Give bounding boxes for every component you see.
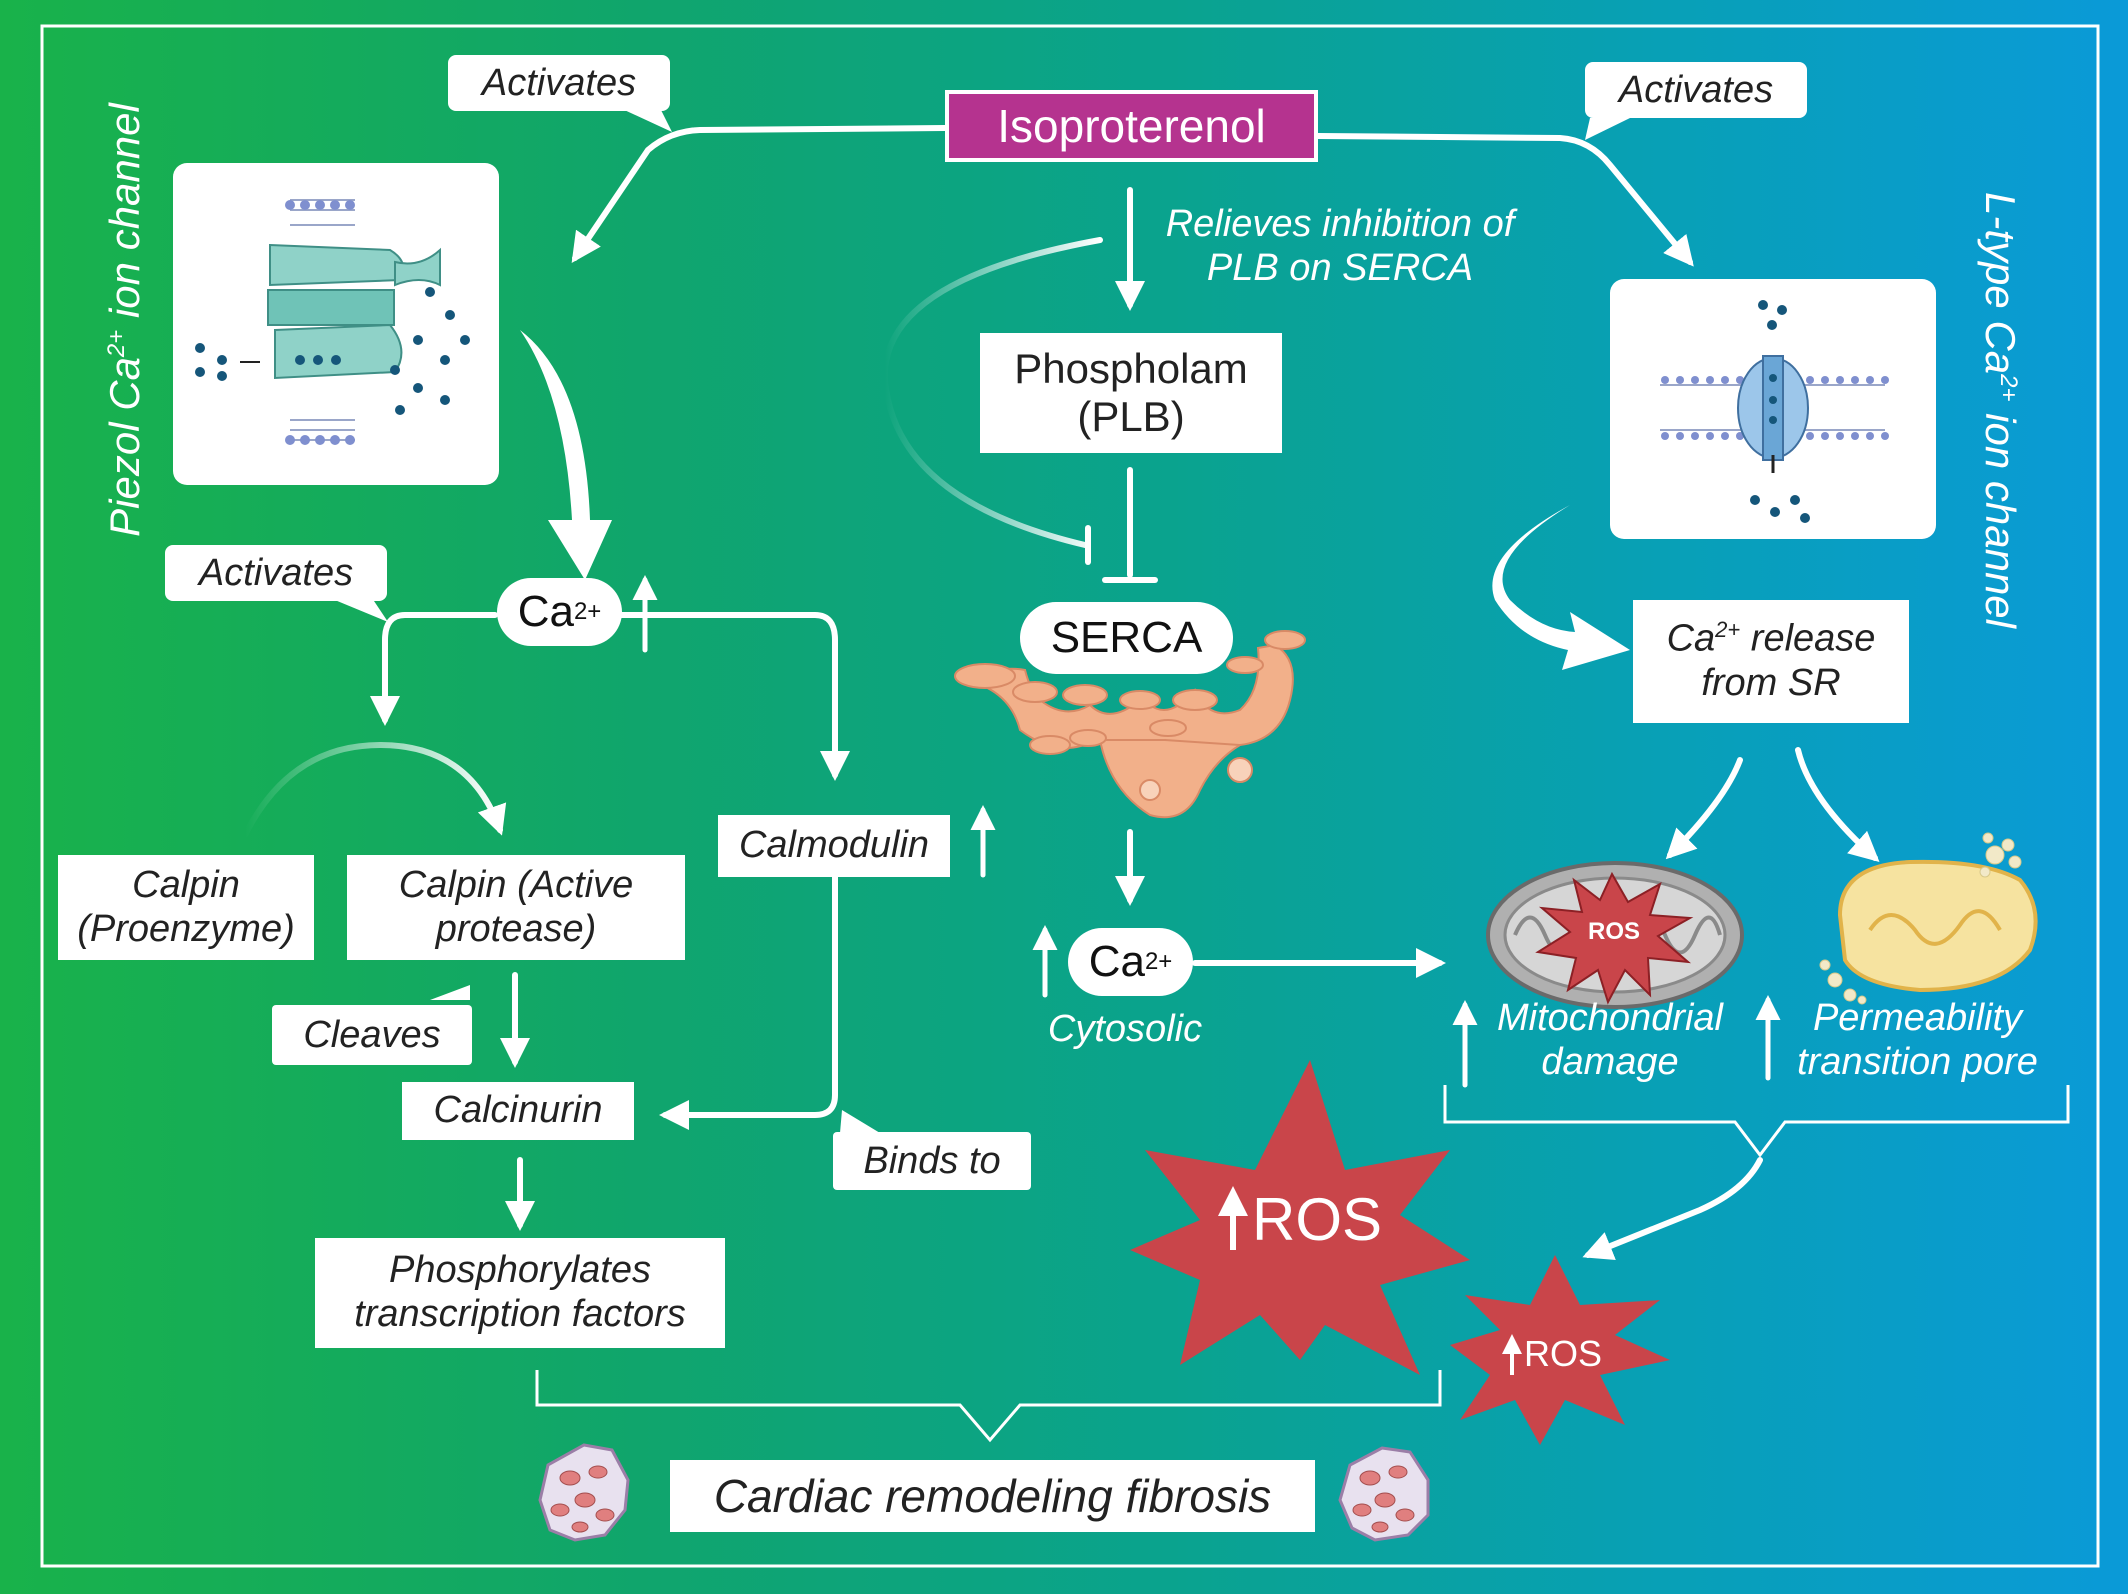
ltype-channel-label: L-type Ca2+ ion channel	[1975, 192, 2025, 628]
tissue-icon-left	[538, 1443, 630, 1542]
mito-damage-label: Mitochondrial damage	[1497, 997, 1723, 1083]
ca-cytosolic-charge: 2+	[1144, 948, 1173, 975]
callout-activates-left: Activates	[448, 55, 670, 111]
permeability-label: Permeability transition pore	[1797, 997, 2038, 1083]
fibrosis-node: Cardiac remodeling fibrosis	[670, 1460, 1315, 1532]
callout-cleaves: Cleaves	[272, 1005, 472, 1065]
ros-star-medium	[1450, 1255, 1670, 1445]
ltype-label-sup: 2+	[1995, 374, 2023, 402]
isoproterenol-node: Isoproterenol	[945, 90, 1318, 162]
ltype-label-end: ion channel	[1977, 401, 2025, 628]
calpin-proenzyme-node: Calpin (Proenzyme)	[58, 855, 314, 960]
ca-release-symbol: Ca	[1666, 618, 1716, 661]
callout-activates-right: Activates	[1585, 62, 1807, 118]
piezo-label-end: ion channel	[100, 103, 148, 330]
arrow-brace-to-ros	[1582, 1157, 1763, 1260]
serca-icon	[954, 630, 1306, 819]
ca-release-sup: 2+	[1715, 617, 1741, 643]
arrow-release-to-mito	[1665, 757, 1743, 860]
arrow-iso-to-piezo	[571, 125, 948, 263]
ros-small-label: ROS	[1588, 918, 1641, 945]
outer-frame	[40, 24, 2100, 1568]
arrow-calmodulin-to-calcinurin	[659, 872, 838, 1130]
ltype-channel-icon	[1660, 300, 1889, 523]
calcinurin-node: Calcinurin	[402, 1082, 634, 1140]
isoproterenol-label: Isoproterenol	[949, 94, 1314, 158]
ros-medium-label: ROS	[1524, 1333, 1603, 1374]
piezo-label-sup: 2+	[102, 329, 130, 358]
arrow-ca-to-calmodulin	[617, 612, 850, 781]
callout-tails	[330, 108, 1630, 1133]
calpin-active-node: Calpin (Active protease)	[347, 855, 685, 960]
ros-star-big	[1130, 1060, 1470, 1375]
ca-cytosolic-symbol: Ca	[1088, 937, 1145, 986]
relieves-text: Relieves inhibition of PLB on SERCA	[1165, 203, 1515, 289]
arrow-calpin-conversion	[242, 741, 507, 838]
arrow-ca-to-calpin	[370, 612, 498, 726]
piezo-channel-label: Piezol Ca2+ ion channel	[100, 103, 150, 537]
cytosolic-label: Cytosolic	[1047, 1008, 1203, 1050]
ros-star-small	[1535, 871, 1694, 1005]
thick-arrow-piezo-to-ca	[520, 330, 612, 580]
brace-right	[1443, 1085, 2070, 1158]
callout-activates-ca: Activates	[165, 545, 387, 601]
ros-big-label: ROS	[1252, 1186, 1383, 1253]
arrow-iso-to-ltype	[1315, 133, 1694, 267]
permeability-pore-icon	[1819, 832, 2038, 1005]
thick-arrow-ltype-to-release	[1492, 505, 1630, 670]
arrow-release-to-pore	[1795, 747, 1880, 862]
ca-release-node: Ca2+ release from SR	[1633, 600, 1909, 723]
piezo-label-text: Piezol Ca	[100, 357, 148, 537]
callout-binds-to: Binds to	[833, 1132, 1031, 1190]
piezo-channel-icon	[195, 199, 470, 445]
ltype-label-text: L-type Ca	[1977, 192, 2025, 375]
calmodulin-node: Calmodulin	[718, 815, 950, 877]
inhibit-curve-relieves	[881, 237, 1103, 548]
ca-left-symbol: Ca	[517, 587, 574, 636]
tissue-icon-right	[1338, 1446, 1430, 1542]
brace-bottom	[535, 1370, 1442, 1443]
serca-node: SERCA	[1020, 602, 1233, 674]
phosphorylates-node: Phosphorylates transcription factors	[315, 1238, 725, 1348]
ca-release-text: release from SR	[1701, 618, 1876, 704]
ca-left-charge: 2+	[573, 598, 602, 625]
phospholamban-node: Phospholam (PLB)	[980, 333, 1282, 453]
